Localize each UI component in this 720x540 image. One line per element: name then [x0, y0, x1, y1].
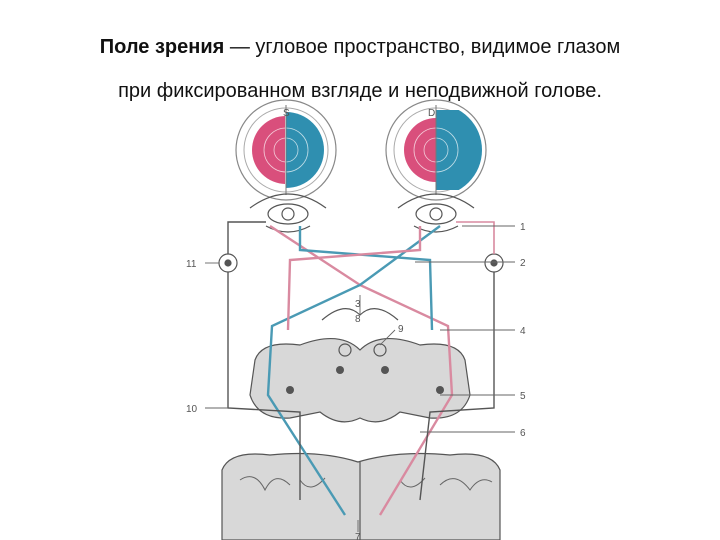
- title-line-1: Поле зрения — угловое пространство, види…: [0, 36, 720, 59]
- midbrain: [249, 308, 471, 423]
- label-top-left: S: [283, 108, 290, 119]
- label-3: 3: [355, 299, 361, 310]
- left-reflex-pathway: [227, 272, 301, 500]
- left-eye: [249, 193, 327, 233]
- right-ciliary-nerve: [456, 221, 495, 254]
- left-visual-field: [235, 99, 337, 201]
- label-11: 11: [186, 259, 197, 270]
- label-6: 6: [520, 428, 526, 439]
- left-ciliary-nerve: [227, 221, 266, 254]
- right-eye: [397, 193, 475, 233]
- term-bold: Поле зрения: [99, 36, 225, 58]
- title-line-2: при фиксированном взгляде и неподвижной …: [118, 80, 602, 102]
- leader-lines: [205, 225, 515, 532]
- blue-uncrossed-left: [298, 226, 434, 331]
- occipital-cortex: [221, 452, 501, 540]
- title-rest: — угловое пространство, видимое глазом: [224, 36, 621, 58]
- label-1: 1: [520, 222, 526, 233]
- label-top-right: D: [428, 108, 435, 119]
- label-4: 4: [520, 326, 526, 337]
- label-2: 2: [520, 258, 526, 269]
- left-ciliary-ganglion: [218, 253, 238, 273]
- right-reflex-pathway: [419, 272, 495, 501]
- label-10: 10: [186, 404, 198, 415]
- label-5: 5: [520, 391, 526, 402]
- pink-uncrossed-right: [286, 226, 422, 331]
- visual-pathways: [227, 221, 495, 516]
- label-8: 8: [355, 314, 361, 325]
- label-9: 9: [398, 324, 404, 335]
- blue-pathway-right-eye: [266, 225, 441, 516]
- right-ciliary-ganglion: [484, 253, 504, 273]
- label-7: 7: [355, 532, 361, 540]
- right-visual-field: [385, 99, 487, 201]
